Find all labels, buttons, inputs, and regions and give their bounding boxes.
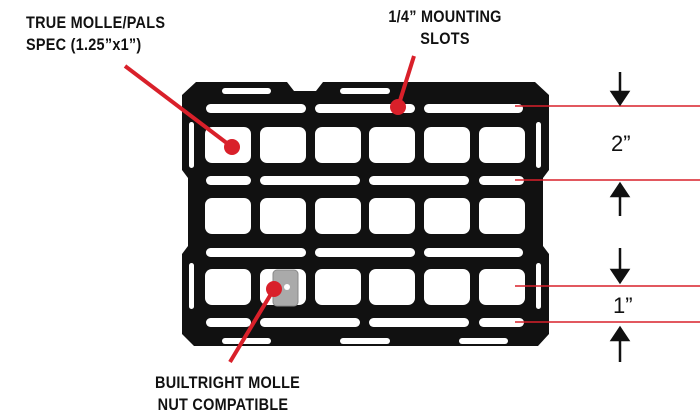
mounting-slot (206, 248, 306, 257)
mounting-slot (424, 104, 523, 113)
molle-square-slot (315, 198, 361, 234)
molle-spec-line1: TRUE MOLLE/PALS (26, 13, 166, 32)
mounting-slot (479, 318, 524, 327)
edge-slot (222, 338, 271, 344)
molle-square-slot (424, 198, 470, 234)
molle-square-slot (369, 269, 415, 305)
edge-slot (459, 338, 508, 344)
mounting-slot (315, 104, 415, 113)
edge-slot (222, 88, 271, 94)
mounting-slot (369, 318, 469, 327)
mounting-slot (260, 318, 360, 327)
molle-square-slot (424, 269, 470, 305)
vertical-slot (189, 263, 194, 309)
mounting-slots-label: 1/4” MOUNTING SLOTS (381, 6, 509, 50)
molle-square-slot (369, 127, 415, 163)
nut-line2: NUT COMPATIBLE (157, 395, 289, 414)
molle-square-slot (479, 127, 525, 163)
callout-pointers (123, 55, 416, 364)
molle-square-slot (260, 127, 306, 163)
mounting-slot (260, 176, 360, 185)
mounting-slots-line2: SLOTS (420, 29, 470, 48)
nut-line1: BUILTRIGHT MOLLE (155, 373, 301, 392)
molle-square-slot (479, 269, 525, 305)
dimension-1in: 1” (613, 293, 633, 318)
molle-spec-line2: SPEC (1.25”x1”) (26, 35, 142, 54)
dimension-2in: 2” (611, 131, 631, 156)
molle-square-slot (260, 198, 306, 234)
nut-compatible-label: BUILTRIGHT MOLLE NUT COMPATIBLE (155, 372, 301, 416)
vertical-slot (189, 122, 194, 168)
molle-square-slot (369, 198, 415, 234)
edge-slot (340, 338, 390, 344)
edge-slot (340, 88, 390, 94)
mounting-slot (369, 176, 469, 185)
molle-square-slot (315, 269, 361, 305)
molle-square-slot (205, 269, 251, 305)
molle-square-slot (205, 198, 251, 234)
mounting-slot (479, 176, 524, 185)
molle-square-slot (479, 198, 525, 234)
vertical-slot (536, 122, 541, 168)
molle-spec-label: TRUE MOLLE/PALS SPEC (1.25”x1”) (26, 12, 165, 56)
dimension-arrows (609, 72, 631, 362)
mounting-slot (315, 248, 415, 257)
mounting-slot (206, 104, 306, 113)
mounting-slot (206, 176, 251, 185)
mounting-slot (206, 318, 251, 327)
mounting-slot (424, 248, 523, 257)
mounting-slots-line1: 1/4” MOUNTING (388, 7, 502, 26)
molle-square-slot (315, 127, 361, 163)
dimension-lines (515, 105, 700, 323)
molle-square-slot (424, 127, 470, 163)
